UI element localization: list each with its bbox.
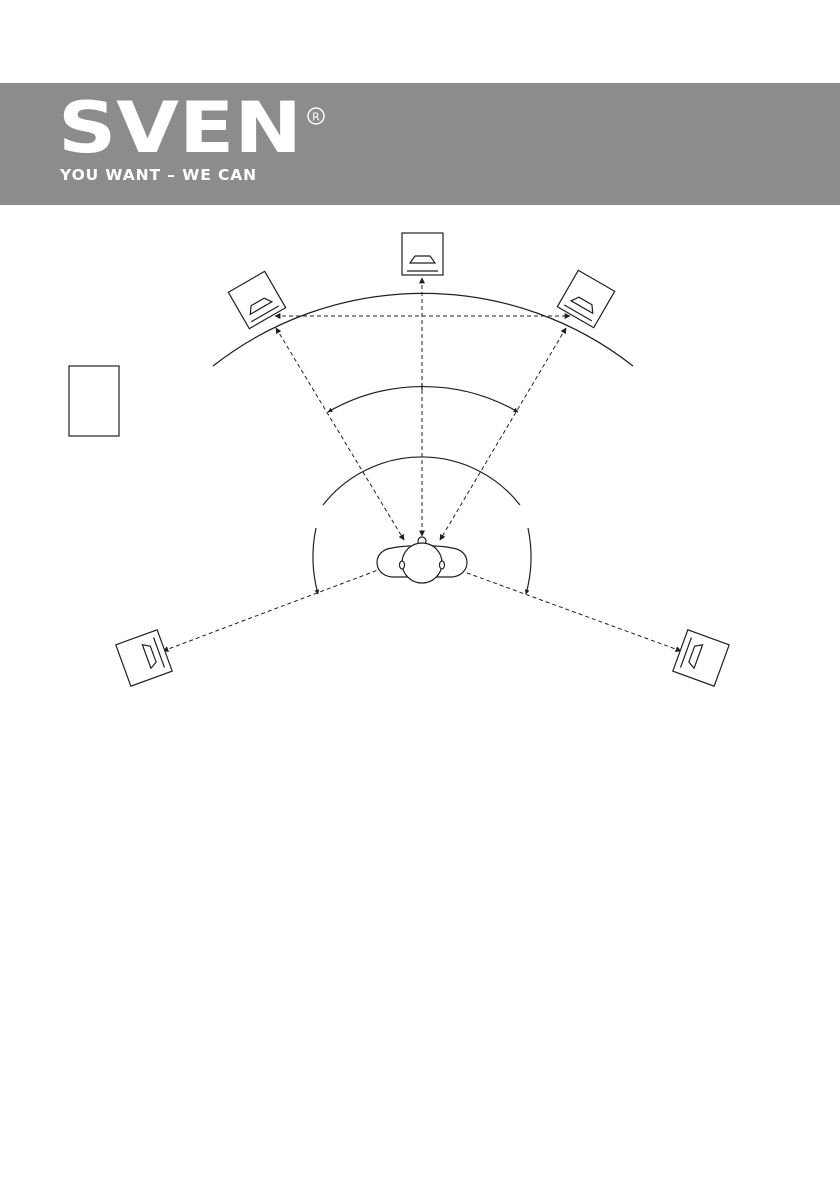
- right-angle-arc: [526, 528, 531, 594]
- surround-right-speaker: [673, 630, 729, 686]
- front-angle-arc: [328, 387, 518, 412]
- listener-right-ear: [440, 561, 445, 569]
- listener-head: [377, 537, 467, 583]
- front-left-line: [276, 328, 404, 540]
- surround-right-line: [448, 566, 681, 651]
- front-left-speaker: [228, 271, 285, 328]
- listener-head-circle: [402, 543, 442, 583]
- subwoofer: [69, 366, 119, 436]
- surround-left-line: [163, 564, 394, 651]
- surround-left-speaker: [116, 630, 172, 686]
- left-angle-arc: [313, 528, 318, 594]
- listener-left-ear: [400, 561, 405, 569]
- front-right-speaker: [557, 270, 614, 327]
- center-speaker: [402, 233, 443, 275]
- front-right-line: [440, 328, 566, 540]
